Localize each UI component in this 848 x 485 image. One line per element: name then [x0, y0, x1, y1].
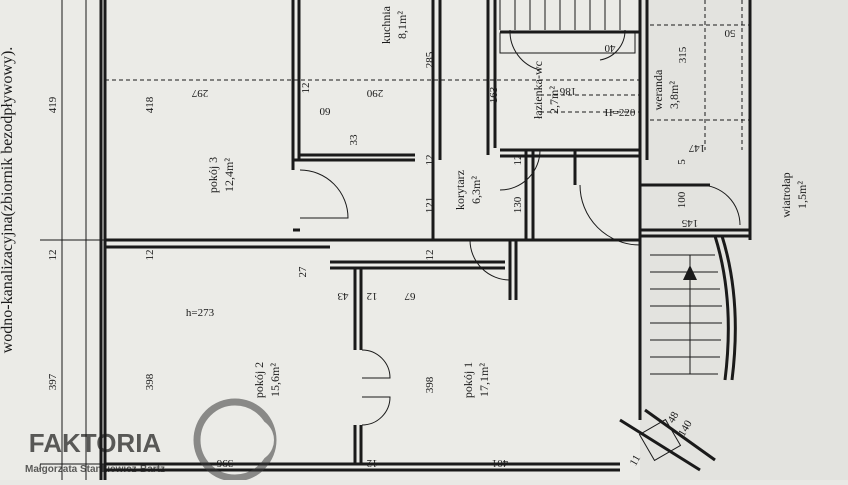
dimension-d419: 419 [47, 96, 59, 113]
dimension-h273: h=273 [186, 307, 215, 319]
dimension-d12c: 12 [47, 250, 59, 261]
dimension-d418: 418 [144, 96, 156, 113]
interior-walls [291, 0, 750, 464]
dimension-d12b: 12 [424, 155, 436, 166]
room-weranda-name: weranda [651, 69, 665, 110]
dimension-d60: 60 [319, 105, 331, 117]
dimension-d33: 33 [348, 134, 360, 146]
room-pokoj3-name: pokój 3 [206, 157, 220, 193]
dimension-d186: 186 [559, 85, 576, 97]
dimension-d50: 50 [724, 27, 736, 39]
left-dimension-lines [40, 0, 105, 480]
dimension-d145: 145 [681, 217, 698, 229]
dimension-d121: 121 [424, 197, 436, 214]
dimension-d285: 285 [424, 51, 436, 68]
room-pokoj1-area: 17,1m² [477, 363, 491, 397]
room-pokoj2-area: 15,6m² [268, 363, 282, 397]
labels-layer: wodno-kanalizacyjna(zbiornik bezodpływow… [0, 5, 809, 475]
dimension-d5: 5 [676, 159, 688, 165]
dimension-d12g: 12 [367, 457, 378, 469]
dimension-d401: 401 [492, 457, 509, 469]
dimension-d163: 163 [488, 86, 500, 103]
room-weranda-area: 3,8m² [667, 81, 681, 109]
paper-shadow [640, 0, 848, 480]
dimension-d315: 315 [677, 46, 689, 63]
room-lazienka-name: łazienka-wc [531, 61, 545, 119]
dimension-d27: 27 [297, 266, 309, 278]
side-note: wodno-kanalizacyjna(zbiornik bezodpływow… [0, 47, 16, 354]
room-kuchnia-name: kuchnia [379, 5, 393, 44]
dimension-d147: 147 [688, 142, 705, 154]
dimension-d100: 100 [676, 191, 688, 208]
dimension-d43: 43 [337, 290, 349, 302]
doors [299, 29, 741, 426]
dimension-d12h: 12 [512, 155, 524, 166]
dimension-d12f: 12 [367, 290, 378, 302]
dimension-d290: 290 [366, 87, 383, 99]
dimension-d67: 67 [404, 290, 416, 302]
staircase-top [499, 0, 640, 54]
dimension-d130: 130 [512, 196, 524, 213]
room-korytarz-area: 6,3m² [469, 176, 483, 204]
room-wiatrolap-area: 1,5m² [795, 181, 809, 209]
dimension-d12a: 12 [300, 83, 312, 94]
dimension-d398a: 398 [144, 373, 156, 390]
dimension-d397: 397 [47, 373, 59, 390]
dimension-h220: H=220 [605, 107, 636, 119]
outer-walls [99, 0, 752, 480]
room-wiatrolap-name: wiatrołap [779, 172, 793, 217]
dimension-d11: 11 [628, 453, 644, 468]
room-lazienka-area: 2,7m² [547, 86, 561, 114]
room-pokoj3-area: 12,4m² [222, 158, 236, 192]
logo-subtitle: Małgorzata Stankiewicz-Bartz [25, 464, 165, 475]
faktoria-logo [193, 398, 277, 482]
dimension-d396: 396 [216, 457, 233, 469]
dimension-d40: 40 [604, 42, 616, 54]
dashed-lines [105, 0, 750, 150]
dimension-d12d: 12 [144, 250, 156, 261]
dimension-d297: 297 [191, 87, 208, 99]
dimension-d12e: 12 [424, 250, 436, 261]
room-korytarz-name: korytarz [453, 170, 467, 210]
room-pokoj2-name: pokój 2 [252, 362, 266, 398]
dimension-d398b: 398 [424, 376, 436, 393]
logo-name: FAKTORIA [29, 428, 162, 458]
room-kuchnia-area: 8,1m² [395, 11, 409, 39]
entrance-stairs [619, 235, 737, 472]
room-pokoj1-name: pokój 1 [461, 362, 475, 398]
